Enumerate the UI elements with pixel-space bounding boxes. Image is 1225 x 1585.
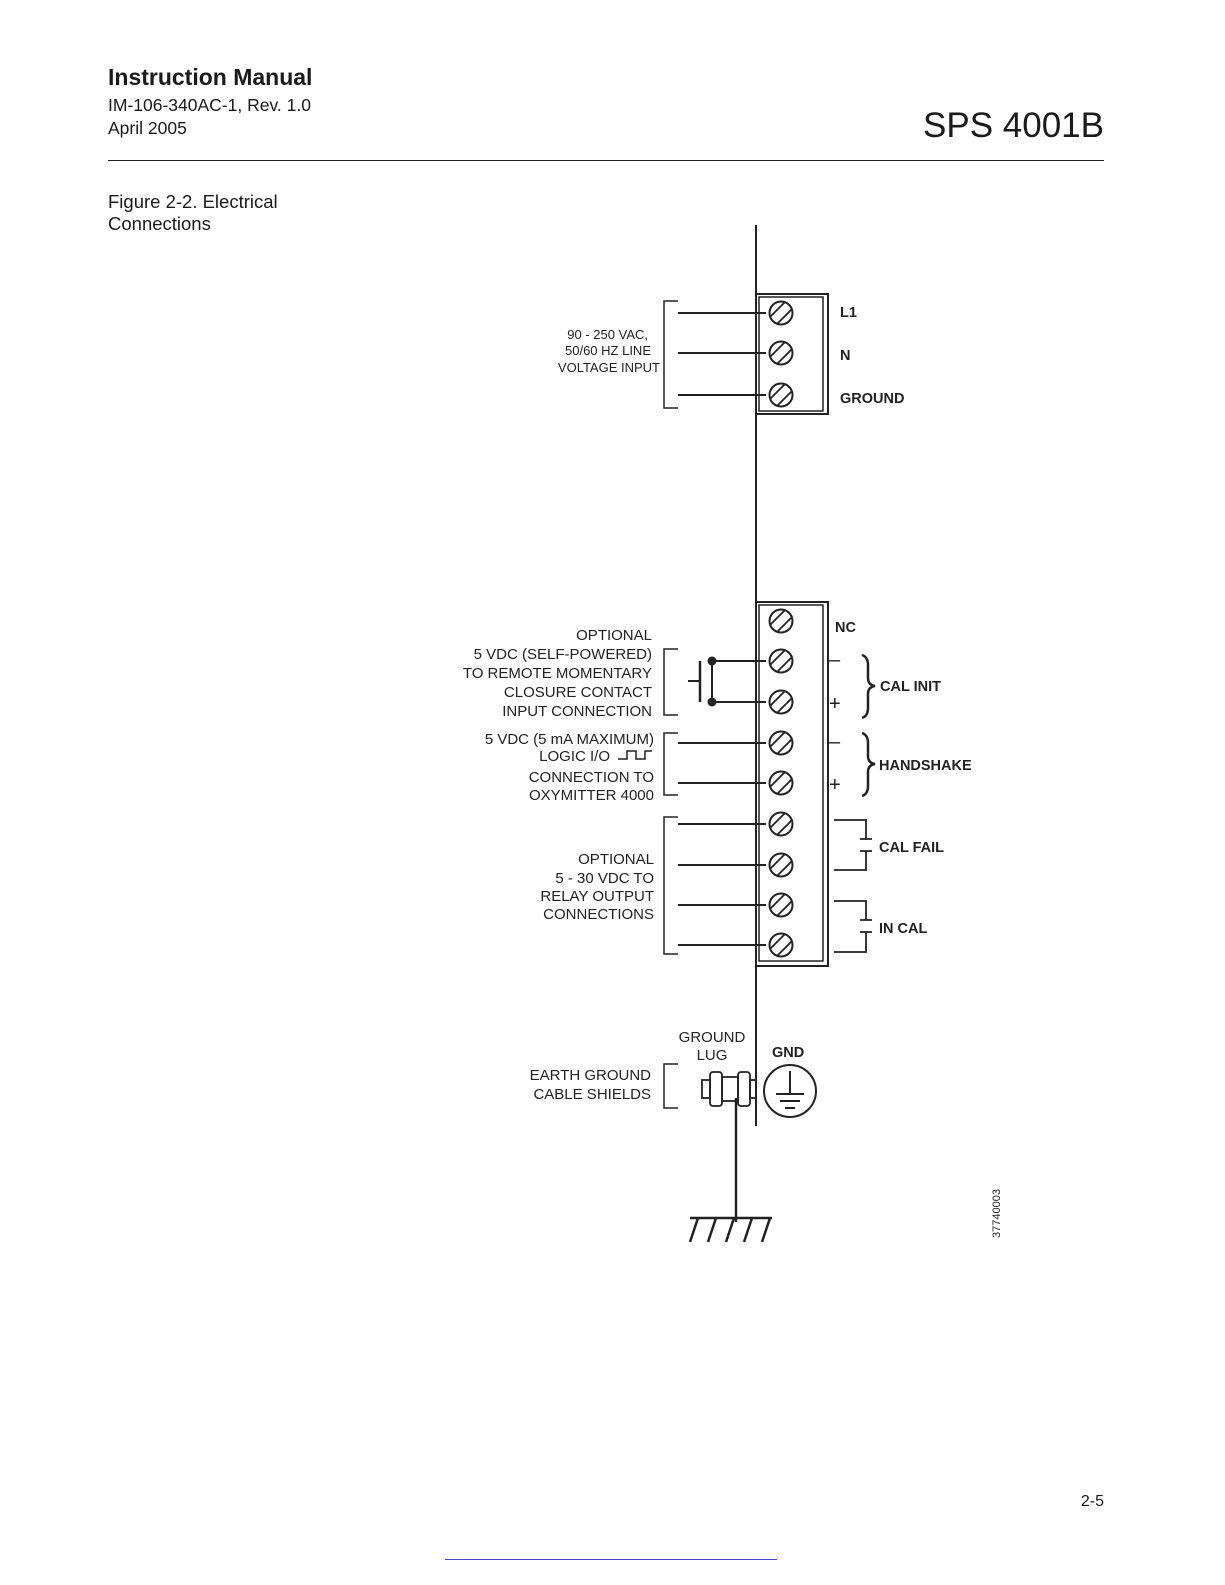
ground-lug-line-1: GROUND xyxy=(679,1029,746,1046)
contact-input-line-4: CLOSURE CONTACT xyxy=(504,684,652,701)
power-input-bracket xyxy=(663,300,678,409)
power-input-label: 90 - 250 VAC, 50/60 HZ LINE VOLTAGE INPU… xyxy=(558,327,660,375)
earth-ground-line-1: EARTH GROUND xyxy=(530,1067,652,1084)
earth-hatch xyxy=(688,1217,772,1243)
drawing-number: 37740003 xyxy=(991,1189,1003,1238)
logic-io-line-1: 5 VDC (5 mA MAXIMUM) xyxy=(485,731,654,748)
power-input-line-2: 50/60 HZ LINE xyxy=(565,343,651,358)
cal-init-minus-sign: – xyxy=(829,649,841,671)
terminal-screw-icon xyxy=(768,730,794,756)
contact-node-dot xyxy=(707,656,717,666)
contact-input-line-5: INPUT CONNECTION xyxy=(502,703,652,720)
earth-ground-bracket xyxy=(663,1063,678,1109)
terminal-label-l1: L1 xyxy=(840,305,857,321)
terminal-screw-icon xyxy=(768,852,794,878)
power-input-line-1: 90 - 250 VAC, xyxy=(567,327,648,342)
logic-io-label: 5 VDC (5 mA MAXIMUM) LOGIC I/O CONNECTIO… xyxy=(485,731,654,804)
contact-input-bracket xyxy=(663,648,678,716)
terminal-screw-icon xyxy=(768,608,794,634)
doc-number: IM-106-340AC-1, Rev. 1.0 xyxy=(108,95,311,115)
terminal-screw-icon xyxy=(768,811,794,837)
product-name: SPS 4001B xyxy=(923,106,1104,145)
pulse-waveform-icon xyxy=(618,750,652,760)
signal-label-cal-fail: CAL FAIL xyxy=(879,840,944,856)
contact-input-label: OPTIONAL 5 VDC (SELF-POWERED) TO REMOTE … xyxy=(463,627,652,720)
logic-io-line-4: OXYMITTER 4000 xyxy=(529,787,654,804)
doc-date: April 2005 xyxy=(108,118,187,138)
power-input-line-3: VOLTAGE INPUT xyxy=(558,360,660,375)
terminal-screw-icon xyxy=(768,932,794,958)
logic-io-bracket xyxy=(663,732,678,796)
signal-label-cal-init: CAL INIT xyxy=(880,679,941,695)
page-number: 2-5 xyxy=(1080,1493,1104,1510)
figure-caption: Figure 2-2. Electrical Connections xyxy=(108,191,328,235)
handshake-brace xyxy=(861,731,876,798)
terminal-screw-icon xyxy=(768,648,794,674)
contact-input-line-2: 5 VDC (SELF-POWERED) xyxy=(474,646,652,663)
gnd-label: GND xyxy=(772,1045,804,1061)
signal-label-handshake: HANDSHAKE xyxy=(879,758,972,774)
terminal-screw-icon xyxy=(768,300,794,326)
cal-fail-relay-symbol xyxy=(834,819,872,871)
handshake-plus-sign: + xyxy=(829,774,841,796)
earth-ground-label: EARTH GROUND CABLE SHIELDS xyxy=(530,1067,652,1103)
cal-init-brace xyxy=(861,653,876,720)
relay-output-bracket xyxy=(663,816,678,955)
ground-lug-label: GROUND LUG xyxy=(679,1029,746,1064)
figure-caption-line-2: Connections xyxy=(108,213,211,234)
terminal-screw-icon xyxy=(768,382,794,408)
manual-title: Instruction Manual xyxy=(108,64,313,90)
cal-init-plus-sign: + xyxy=(829,693,841,715)
header-divider xyxy=(108,160,1104,161)
contact-input-line-1: OPTIONAL xyxy=(576,627,652,644)
relay-output-label: OPTIONAL 5 - 30 VDC TO RELAY OUTPUT CONN… xyxy=(540,851,654,923)
in-cal-relay-symbol xyxy=(834,900,872,953)
signal-label-in-cal: IN CAL xyxy=(879,921,927,937)
relay-output-line-1: OPTIONAL xyxy=(578,851,654,868)
terminal-screws xyxy=(707,300,794,958)
ground-lug-line-2: LUG xyxy=(697,1047,728,1064)
protective-earth-icon xyxy=(763,1064,817,1118)
figure-caption-line-1: Figure 2-2. Electrical xyxy=(108,191,278,212)
earth-ground-line-2: CABLE SHIELDS xyxy=(533,1086,651,1103)
relay-output-line-4: CONNECTIONS xyxy=(543,906,654,923)
footer-link-underline xyxy=(445,1559,777,1560)
terminal-screw-icon xyxy=(768,689,794,715)
terminal-screw-icon xyxy=(768,892,794,918)
relay-output-line-3: RELAY OUTPUT xyxy=(540,888,654,905)
logic-io-line-3: CONNECTION TO xyxy=(529,769,654,786)
terminal-label-nc: NC xyxy=(835,620,856,636)
ground-lug-icon xyxy=(701,1071,757,1107)
terminal-label-n: N xyxy=(840,348,850,364)
terminal-screw-icon xyxy=(768,340,794,366)
relay-output-line-2: 5 - 30 VDC TO xyxy=(555,870,654,887)
logic-io-line-2: LOGIC I/O xyxy=(539,748,610,765)
terminal-screw-icon xyxy=(768,770,794,796)
contact-node-dot xyxy=(707,697,717,707)
handshake-minus-sign: – xyxy=(829,731,841,753)
terminal-label-ground: GROUND xyxy=(840,391,904,407)
contact-input-line-3: TO REMOTE MOMENTARY xyxy=(463,665,652,682)
